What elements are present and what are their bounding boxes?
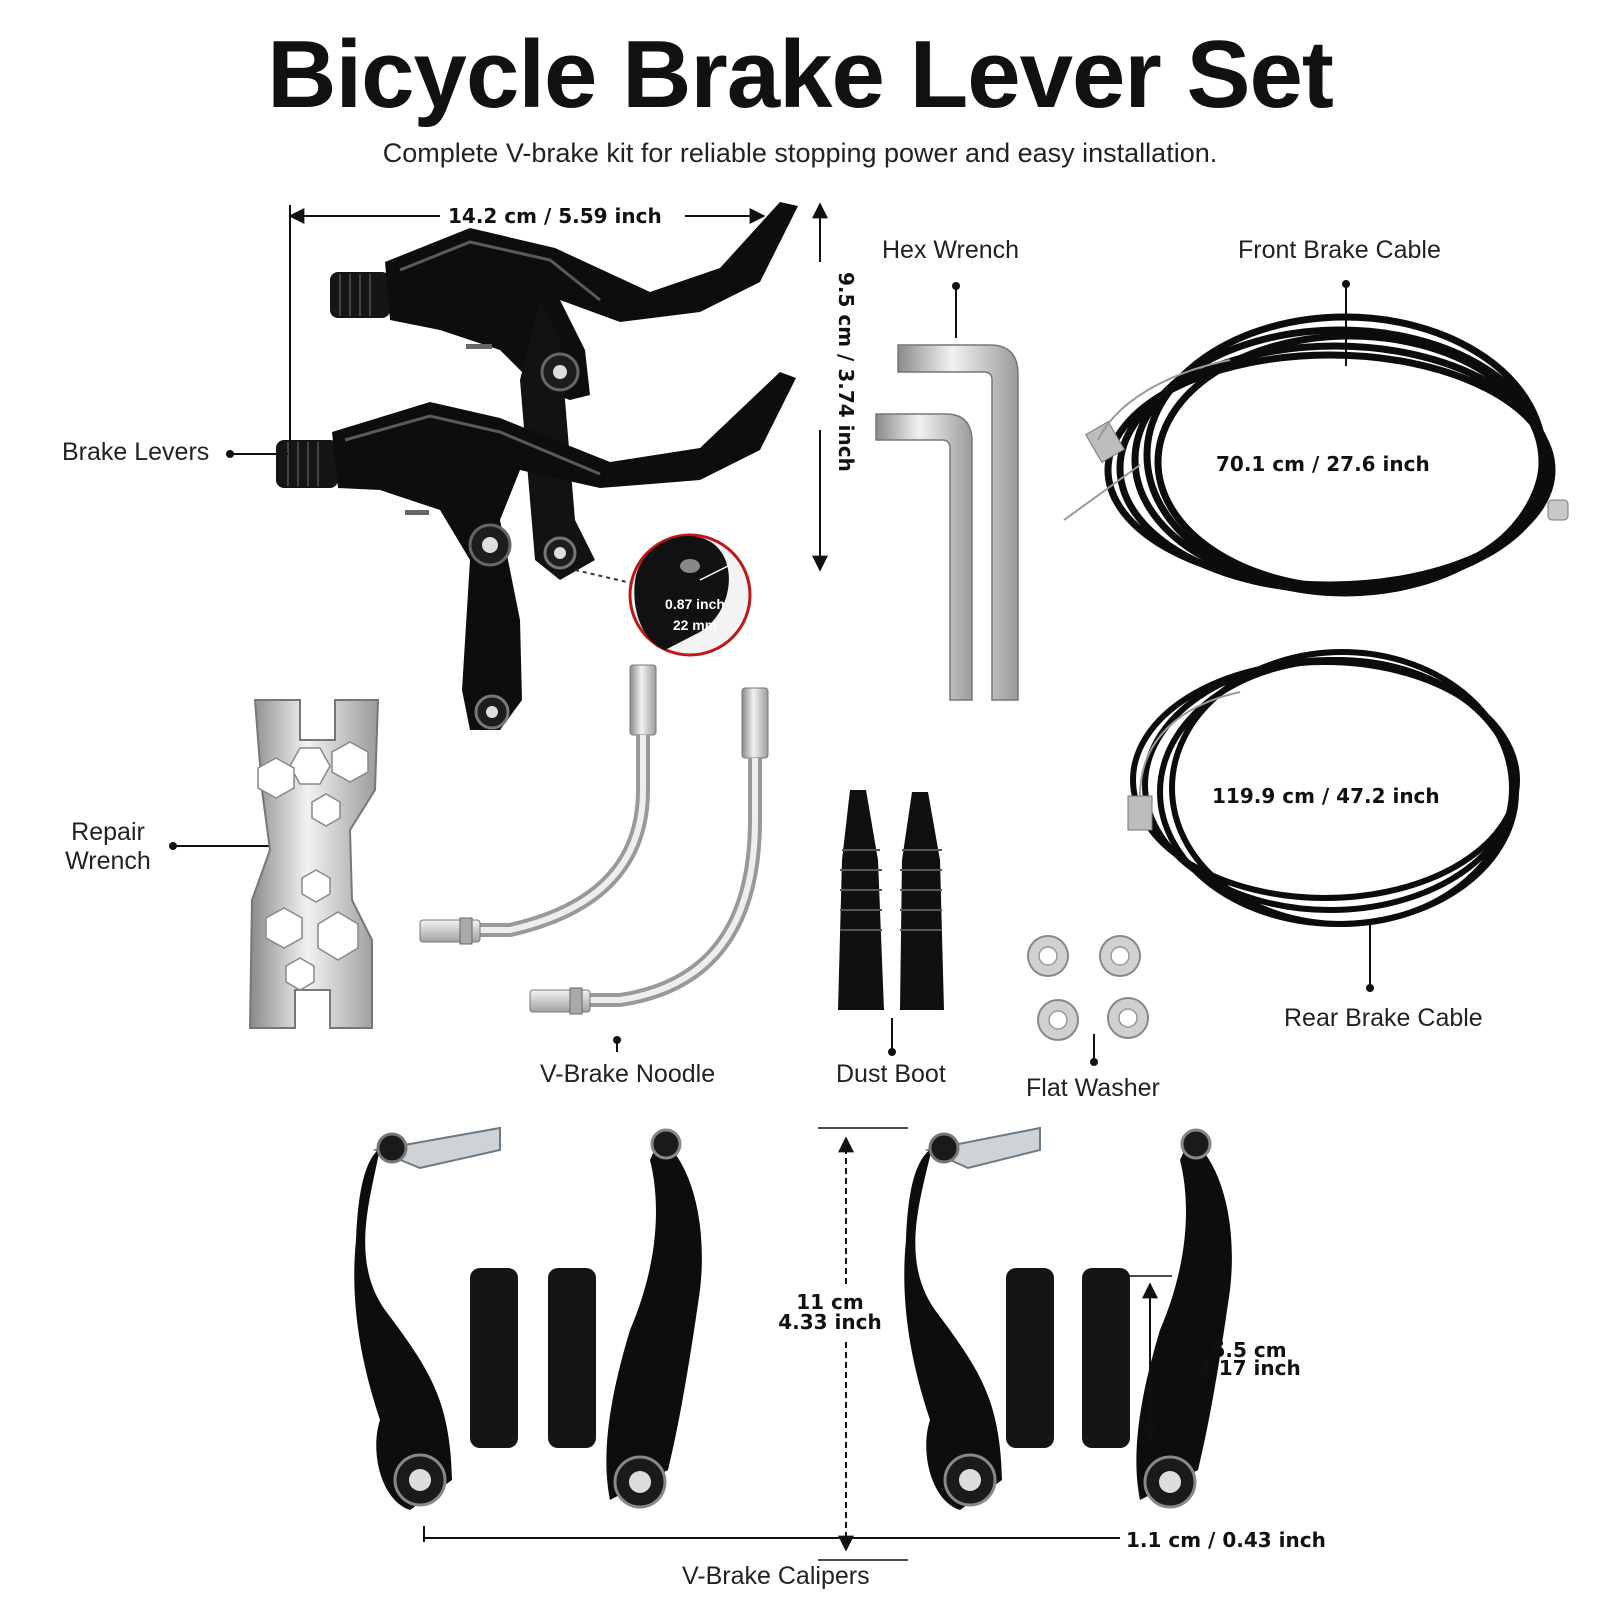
dim-lever-height: 9.5 cm / 3.74 inch	[834, 272, 858, 472]
label-dust-boot: Dust Boot	[836, 1060, 946, 1088]
brake-lever-bottom	[276, 372, 796, 730]
front-brake-cable	[1104, 313, 1556, 597]
brake-lever-top	[330, 202, 798, 580]
label-v-brake-calipers: V-Brake Calipers	[682, 1562, 870, 1590]
dim-caliper-height-inch: 4.33 inch	[778, 1310, 882, 1334]
label-repair-wrench: Repair Wrench	[56, 818, 160, 876]
caliper-right-arm-a	[904, 1126, 1041, 1510]
v-brake-noodle-pair	[419, 664, 769, 1015]
dim-caliper-height-cm: 11 cm	[796, 1290, 864, 1314]
rear-brake-cable	[1130, 649, 1520, 927]
label-brake-levers: Brake Levers	[62, 438, 210, 466]
dim-rear-cable-length: 119.9 cm / 47.2 inch	[1212, 784, 1440, 808]
caliper-left-arm-b	[606, 1128, 702, 1509]
label-front-brake-cable: Front Brake Cable	[1238, 236, 1441, 264]
dim-lever-width: 14.2 cm / 5.59 inch	[448, 204, 662, 228]
caliper-right-arm-b	[1136, 1128, 1232, 1509]
dim-clamp-inch: 0.87 inch	[665, 596, 725, 612]
page-subtitle: Complete V-brake kit for reliable stoppi…	[382, 138, 1218, 168]
dust-boot-pair	[838, 790, 944, 1010]
dim-pad-length-inch: 2.17 inch	[1197, 1356, 1301, 1380]
clamp-detail-inset	[628, 533, 752, 657]
repair-wrench	[248, 699, 380, 1029]
label-hex-wrench: Hex Wrench	[882, 236, 1020, 264]
dim-clamp-mm: 22 mm	[672, 617, 718, 633]
dim-pad-length-cm: 5.5 cm	[1211, 1338, 1287, 1362]
label-rear-brake-cable: Rear Brake Cable	[1284, 1004, 1483, 1032]
dim-front-cable-length: 70.1 cm / 27.6 inch	[1216, 452, 1430, 476]
hex-wrench-pair	[875, 344, 1019, 701]
brake-pads-right	[1006, 1268, 1130, 1448]
label-repair-wrench-line1: Repair	[71, 818, 145, 846]
label-flat-washer: Flat Washer	[1026, 1074, 1160, 1102]
label-repair-wrench-line2: Wrench	[65, 847, 151, 875]
label-v-brake-noodle: V-Brake Noodle	[540, 1060, 716, 1088]
caliper-left-arm-a	[354, 1126, 501, 1510]
page-title: Bicycle Brake Lever Set	[267, 21, 1334, 128]
flat-washer-set	[1027, 935, 1149, 1041]
brake-pads-left	[470, 1268, 596, 1448]
dim-caliper-thickness: 1.1 cm / 0.43 inch	[1126, 1528, 1326, 1552]
